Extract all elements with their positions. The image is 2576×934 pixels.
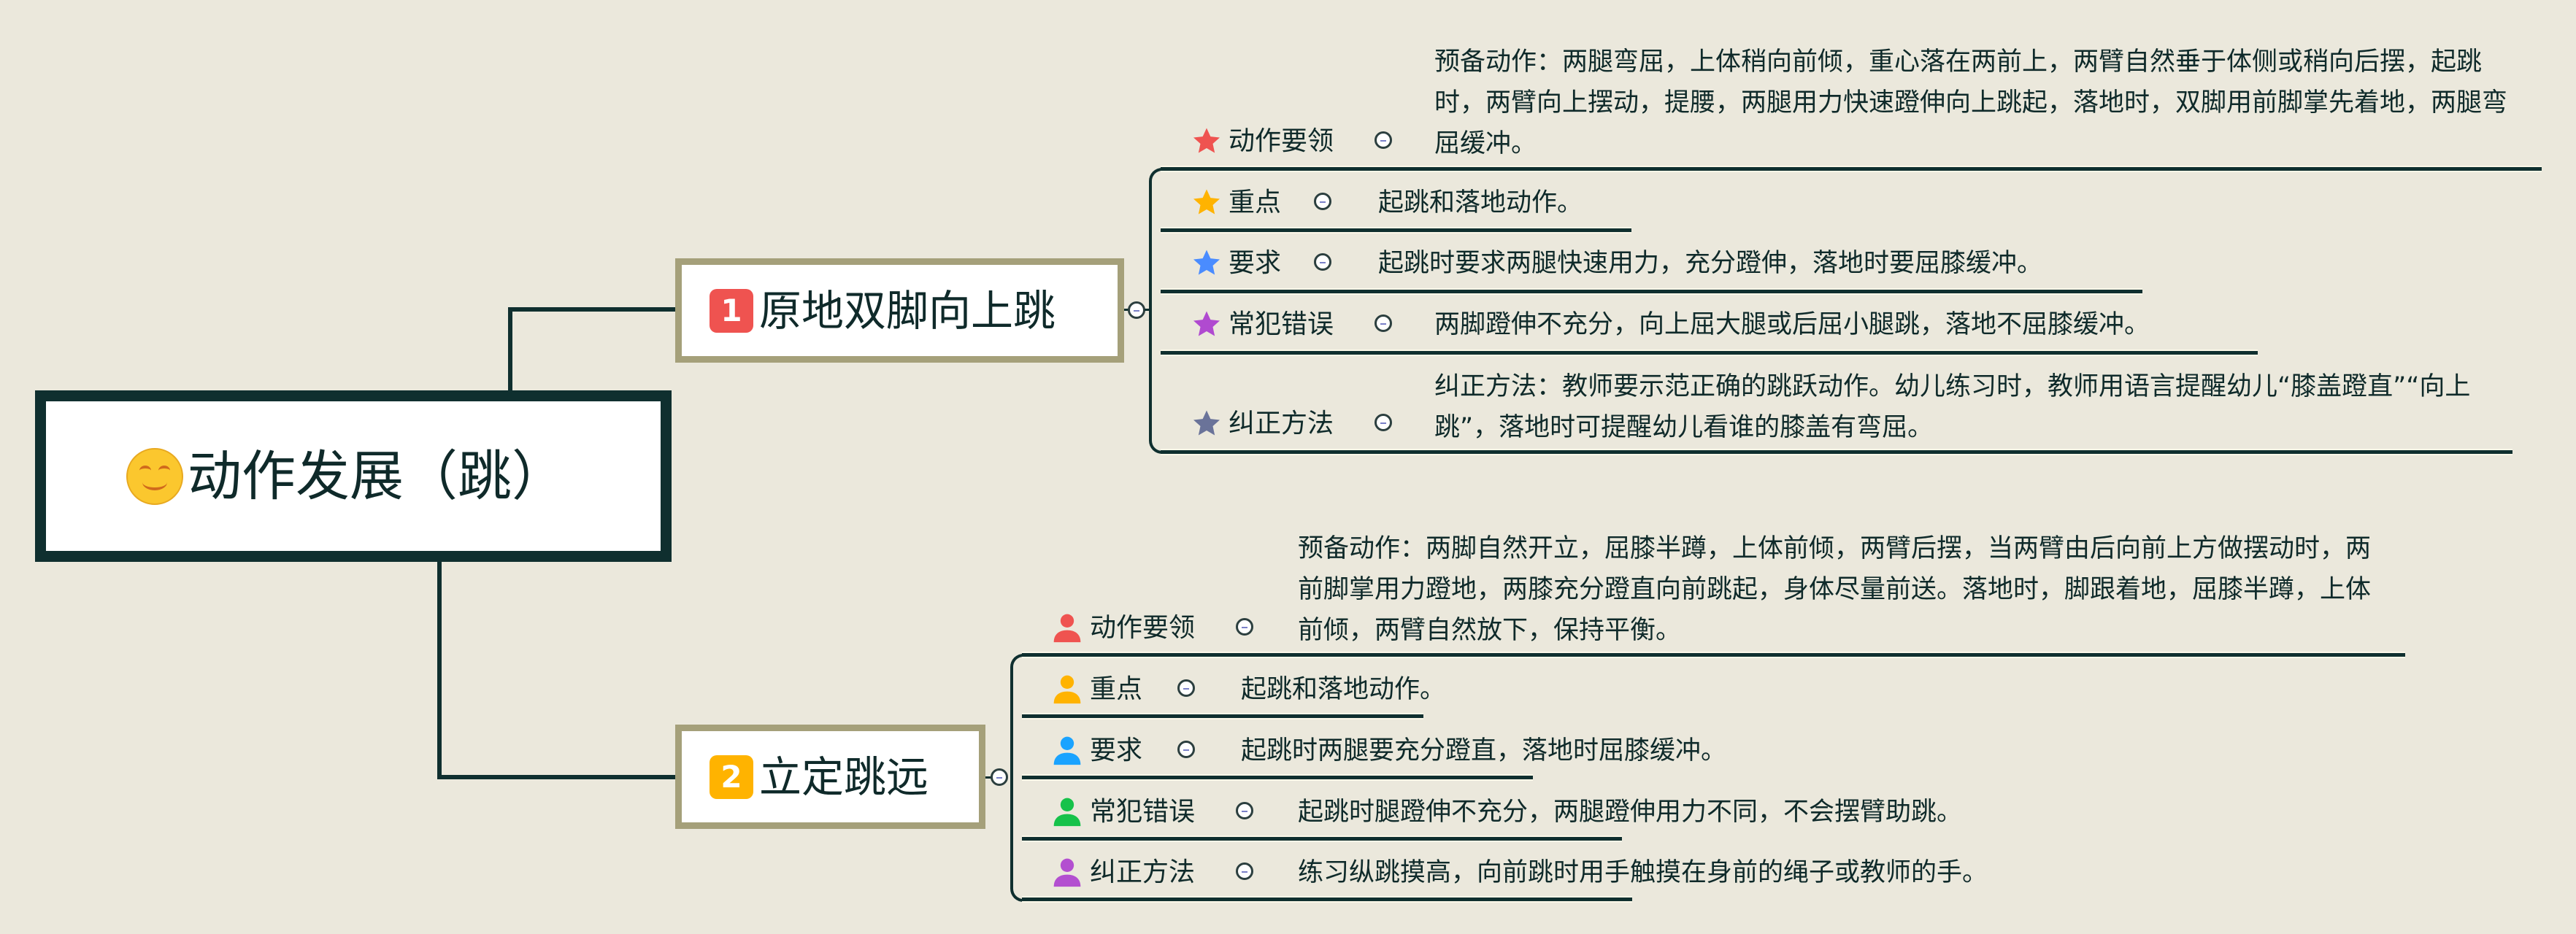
star-icon [1193, 250, 1220, 275]
item-text: 起跳和落地动作。 [1241, 675, 1446, 704]
collapse-toggle-item[interactable] [1236, 618, 1253, 636]
branch-topic-2[interactable]: 2 立定跳远 [675, 725, 985, 829]
branch-2-title: 立定跳远 [759, 752, 929, 802]
person-icon [1053, 798, 1081, 827]
item-label[interactable]: 要求 [1090, 736, 1143, 765]
item-underline [1022, 653, 2405, 657]
star-icon [1193, 311, 1220, 336]
person-icon [1053, 858, 1081, 887]
item-underline [1161, 351, 2258, 355]
item-text: 起跳时腿蹬伸不充分，两腿蹬伸用力不同，不会摆臂助跳。 [1298, 798, 1963, 827]
item-text: 起跳时要求两腿快速用力，充分蹬伸，落地时要屈膝缓冲。 [1378, 249, 2043, 278]
branch-1-title: 原地双脚向上跳 [759, 285, 1056, 336]
collapse-toggle-item[interactable] [1374, 131, 1392, 149]
item-text: 预备动作：两脚自然开立，屈膝半蹲，上体前倾，两臂后摆，当两臂由后向前上方做摆动时… [1298, 534, 2372, 645]
priority-2-badge: 2 [710, 754, 753, 799]
item-underline [1161, 290, 2142, 293]
star-icon [1193, 410, 1220, 436]
item-label[interactable]: 要求 [1229, 248, 1282, 278]
item-underline [1022, 714, 1423, 718]
item-text: 预备动作：两腿弯屈，上体稍向前倾，重心落在两前上，两臂自然垂于体侧或稍向后摆，起… [1434, 47, 2508, 158]
connector-root-to-branch-2-vertical [437, 560, 442, 779]
connector-branch-1-mid [1145, 309, 1152, 311]
item-text: 起跳时两腿要充分蹬直，落地时屈膝缓冲。 [1241, 736, 1727, 765]
collapse-toggle-item[interactable] [1236, 862, 1253, 880]
star-icon [1193, 189, 1220, 215]
collapse-toggle-item[interactable] [1177, 679, 1195, 697]
item-underline [1022, 898, 1632, 901]
collapse-toggle-item[interactable] [1314, 253, 1331, 271]
connector-root-to-branch-1-horizontal [508, 307, 676, 312]
item-label[interactable]: 纠正方法 [1090, 857, 1196, 887]
connector-root-to-branch-1-vertical [508, 308, 512, 392]
item-underline [1161, 167, 2542, 171]
item-label[interactable]: 常犯错误 [1090, 797, 1196, 827]
collapse-toggle-item[interactable] [1374, 414, 1392, 431]
item-text: 起跳和落地动作。 [1378, 188, 1583, 217]
bracket-branch-1 [1149, 168, 1178, 454]
item-label[interactable]: 动作要领 [1229, 126, 1334, 156]
collapse-toggle-branch-2[interactable] [991, 768, 1008, 786]
root-topic[interactable]: 动作发展（跳） [35, 390, 672, 562]
root-title: 动作发展（跳） [188, 444, 566, 508]
item-underline [1022, 776, 1533, 779]
collapse-toggle-item[interactable] [1236, 802, 1253, 819]
item-text: 两脚蹬伸不充分，向上屈大腿或后屈小腿跳，落地不屈膝缓冲。 [1434, 310, 2150, 339]
branch-topic-1[interactable]: 1 原地双脚向上跳 [675, 258, 1124, 363]
item-label[interactable]: 重点 [1090, 674, 1143, 704]
item-underline [1161, 450, 2512, 454]
star-icon [1193, 128, 1220, 153]
collapse-toggle-item[interactable] [1314, 193, 1331, 210]
smiling-face-icon [126, 447, 183, 505]
item-text: 纠正方法：教师要示范正确的跳跃动作。幼儿练习时，教师用语言提醒幼儿“膝盖蹬直”“… [1434, 372, 2471, 442]
collapse-toggle-item[interactable] [1374, 314, 1392, 332]
item-underline [1022, 837, 1622, 841]
item-underline [1161, 228, 1631, 232]
item-label[interactable]: 重点 [1229, 188, 1282, 217]
collapse-toggle-branch-1[interactable] [1128, 301, 1145, 319]
item-label[interactable]: 常犯错误 [1229, 309, 1334, 339]
item-text: 练习纵跳摸高，向前跳时用手触摸在身前的绳子或教师的手。 [1298, 858, 1988, 887]
item-label[interactable]: 动作要领 [1090, 613, 1196, 643]
priority-1-badge: 1 [710, 288, 753, 333]
item-label[interactable]: 纠正方法 [1229, 409, 1334, 439]
person-icon [1053, 614, 1081, 643]
collapse-toggle-item[interactable] [1177, 741, 1195, 758]
connector-root-to-branch-2-horizontal [437, 775, 678, 779]
person-icon [1053, 736, 1081, 765]
person-icon [1053, 675, 1081, 704]
